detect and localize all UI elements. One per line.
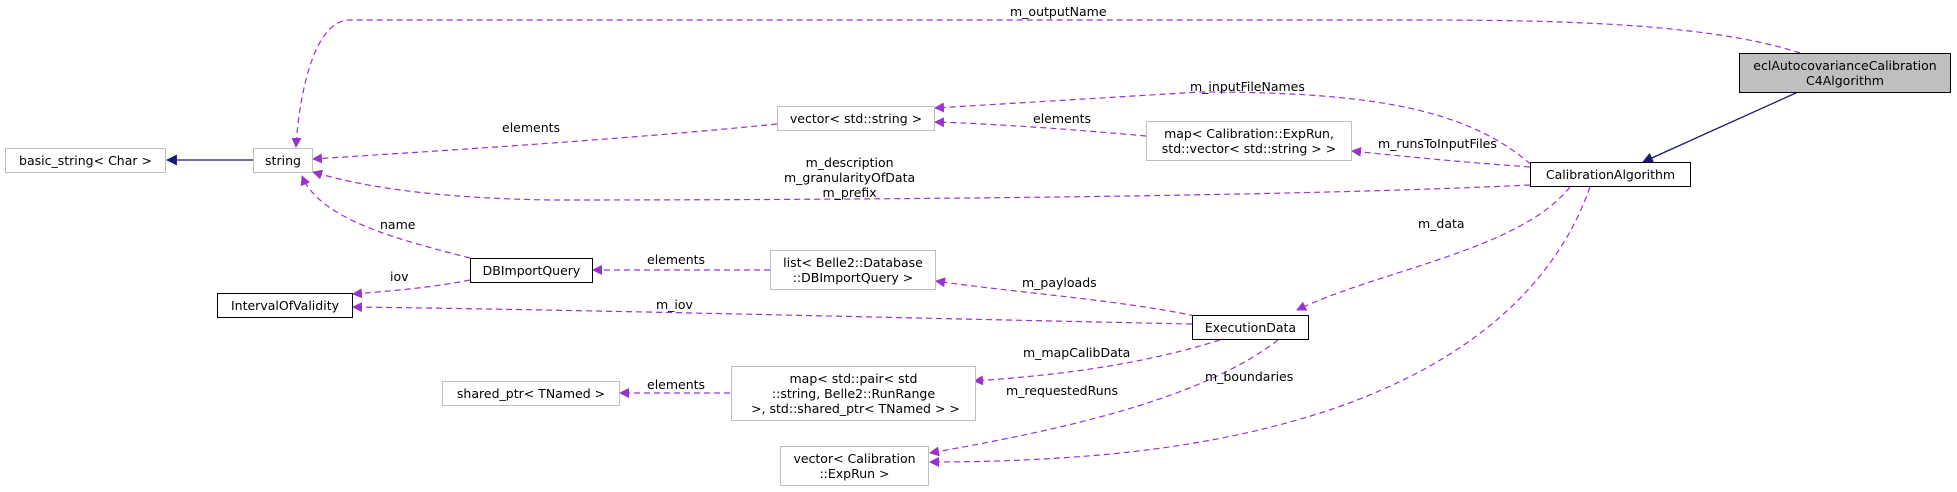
edge-iov bbox=[352, 279, 471, 299]
edge-label-m-input-file-names: m_inputFileNames bbox=[1190, 79, 1305, 94]
edge-label-elements-map-exprun: elements bbox=[1033, 111, 1092, 126]
edge-label-m-runs-to-input-files: m_runsToInputFiles bbox=[1378, 136, 1497, 151]
node-map-exprun: map< Calibration::ExpRun, std::vector< s… bbox=[1146, 121, 1352, 161]
edge-m-boundaries bbox=[929, 186, 1591, 467]
node-list-db: list< Belle2::Database ::DBImportQuery > bbox=[770, 250, 936, 290]
edge-m-description-group bbox=[312, 169, 1531, 201]
edge-main-inherits-calibration-algorithm bbox=[1641, 91, 1799, 163]
node-map-pair: map< std::pair< std ::string, Belle2::Ru… bbox=[731, 366, 976, 421]
edge-label-elements-vector-string: elements bbox=[502, 120, 561, 135]
edge-m-requested-runs bbox=[929, 339, 1279, 457]
edge-name bbox=[300, 175, 471, 259]
edge-elements-map-exprun bbox=[934, 117, 1147, 137]
edge-label-elements-shared-ptr: elements bbox=[647, 377, 706, 392]
node-ecl-autocovariance-calibration-c4-algorithm[interactable]: eclAutocovarianceCalibration C4Algorithm bbox=[1739, 53, 1951, 93]
node-db-import-query[interactable]: DBImportQuery bbox=[470, 258, 593, 283]
edge-elements-vector-string bbox=[312, 123, 778, 164]
edge-m-runs-to-input-files bbox=[1351, 146, 1531, 168]
edge-m-payloads bbox=[935, 277, 1196, 317]
edge-label-m-output-name: m_outputName bbox=[1010, 4, 1107, 19]
edge-label-name: name bbox=[380, 217, 416, 232]
node-interval-of-validity[interactable]: IntervalOfValidity bbox=[217, 293, 353, 318]
node-basic-string: basic_string< Char > bbox=[5, 148, 166, 173]
edge-label-m-payloads: m_payloads bbox=[1022, 275, 1097, 290]
edge-label-m-boundaries: m_boundaries bbox=[1205, 369, 1294, 384]
edge-m-data bbox=[1296, 186, 1571, 311]
edge-label-iov: iov bbox=[390, 269, 409, 284]
node-shared-ptr-tnamed: shared_ptr< TNamed > bbox=[442, 381, 620, 406]
node-vector-exprun: vector< Calibration ::ExpRun > bbox=[780, 446, 929, 486]
node-calibration-algorithm[interactable]: CalibrationAlgorithm bbox=[1530, 162, 1691, 187]
edge-m-output-name bbox=[291, 19, 1801, 148]
node-vector-string: vector< std::string > bbox=[777, 106, 935, 131]
edge-label-elements-list: elements bbox=[647, 252, 706, 267]
edge-m-map-calib-data bbox=[973, 339, 1221, 386]
edge-m-iov bbox=[352, 302, 1193, 325]
node-string: string bbox=[253, 148, 313, 173]
node-execution-data[interactable]: ExecutionData bbox=[1192, 315, 1309, 340]
edge-label-m-data: m_data bbox=[1418, 216, 1465, 231]
edge-label-m-map-calib-data: m_mapCalibData bbox=[1023, 345, 1131, 360]
edge-label-m-iov: m_iov bbox=[656, 297, 693, 312]
edge-label-m-requested-runs: m_requestedRuns bbox=[1006, 383, 1119, 398]
edge-label-m-description-group: m_description m_granularityOfData m_pref… bbox=[784, 155, 916, 200]
